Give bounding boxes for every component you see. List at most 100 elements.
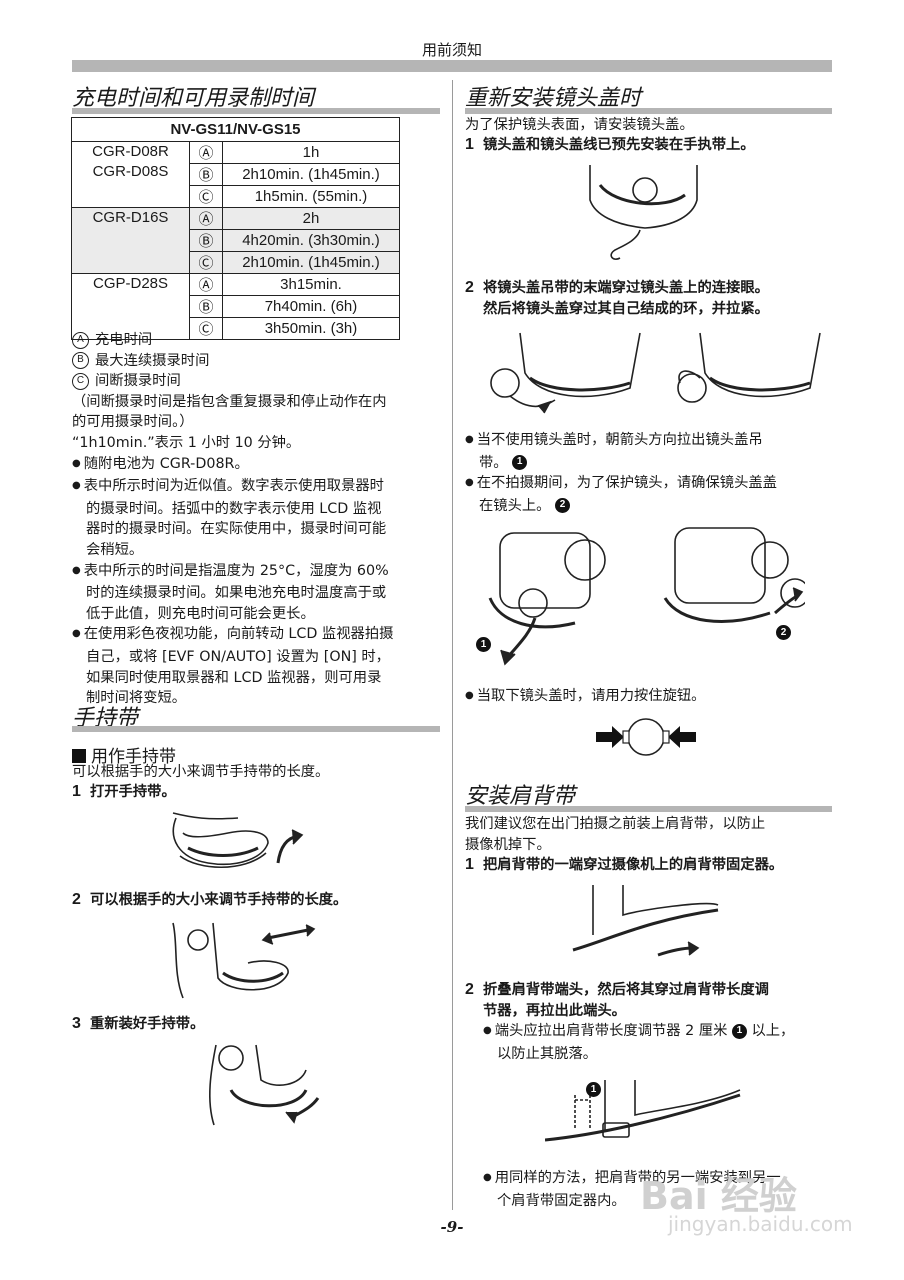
intro-line: 我们建议您在出门拍摄之前装上肩背带，以防止: [465, 816, 766, 832]
row-letter: Ⓒ: [189, 317, 223, 340]
bullet-line: 在使用彩色夜视功能，向前转动 LCD 监视器拍摄: [72, 624, 394, 647]
bullet-text: 以上，: [751, 1023, 795, 1039]
bullet-line: 表中所示的时间是指温度为 25°C，湿度为 60%: [72, 561, 393, 584]
row-letter: Ⓐ: [189, 273, 223, 296]
battery-name: CGR-D08R: [92, 143, 169, 160]
bullet-line: 以防止其脱落。: [497, 1045, 598, 1062]
square-bullet-icon: [72, 749, 86, 763]
battery-cell: CGR-D16S: [71, 207, 190, 274]
legend-text: 间断摄录时间: [95, 373, 181, 390]
lens-cap-bullet-3: 当取下镜头盖时，请用力按住旋钮。: [465, 686, 706, 709]
lens-cap-intro: 为了保护镜头表面，请安装镜头盖。: [465, 117, 694, 133]
battery-name: CGR-D08S: [92, 163, 169, 180]
shoulder-sub-bullet: 端头应拉出肩背带长度调节器 2 厘米 1 以上， 以防止其脱落。: [483, 1021, 795, 1064]
lens-cap-step-1: 1 镜头盖和镜头盖线已预先安装在手执带上。: [465, 135, 755, 156]
legend-item: C 间断摄录时间: [72, 371, 393, 392]
battery-cell: CGR-D08R CGR-D08S: [71, 141, 190, 208]
bullet-line: 器时的摄录时间。在实际使用中，摄录时间可能: [86, 521, 387, 538]
grip-subhead: 用作手持带: [72, 742, 176, 767]
watermark-url: jingyan.baidu.com: [668, 1212, 853, 1236]
time-value: 7h40min. (6h): [222, 295, 400, 318]
shoulder-intro: 我们建议您在出门拍摄之前装上肩背带，以防止 摄像机掉下。: [465, 814, 765, 855]
shoulder-strap-attach-illustration: [572, 885, 719, 957]
bullet-line: 时的连续摄录时间。如果电池充电时温度高于或: [86, 585, 387, 602]
bullet-line: 带。 1: [465, 453, 777, 474]
lens-cap-tighten-illustration: [677, 332, 821, 403]
bullet-line: 低于此值，则充电时间可能会更长。: [86, 605, 315, 622]
row-letter: Ⓐ: [189, 141, 223, 164]
step-number: 1: [465, 136, 474, 153]
grip-section-rule: [72, 726, 440, 732]
figure-mark-1: 1: [476, 637, 491, 652]
legend-item: B 最大连续摄录时间: [72, 351, 393, 372]
step-number: 3: [72, 1015, 81, 1032]
callout-mark: 1: [731, 1023, 747, 1039]
time-value: 2h: [222, 207, 400, 230]
column-divider: [452, 80, 453, 1210]
bullet-line: 随附电池为 CGR-D08R。: [72, 454, 393, 477]
step-number: 2: [465, 279, 474, 296]
watermark-logo: Bai 经验: [640, 1174, 797, 1218]
shoulder-section-rule: [465, 806, 832, 812]
lens-cap-knob-illustration: [596, 718, 696, 756]
lens-cap-attached-illustration: [589, 165, 698, 260]
row-letter: Ⓒ: [189, 251, 223, 274]
bullet-line: 在不拍摄期间，为了保护镜头，请确保镜头盖盖: [465, 473, 777, 496]
bullet-line: 制时间将变短。: [86, 690, 187, 707]
row-letter: Ⓐ: [189, 207, 223, 230]
note-line: 的可用摄录时间。）: [72, 414, 194, 431]
shoulder-last-bullet: 用同样的方法，把肩背带的另一端安装到另一 个肩背带固定器内。: [483, 1168, 781, 1211]
running-header: 用前须知: [421, 41, 482, 59]
step-text: 把肩背带的一端穿过摄像机上的肩背带固定器。: [483, 857, 784, 873]
shoulder-step-1: 1 把肩背带的一端穿过摄像机上的肩背带固定器。: [465, 855, 783, 876]
time-value: 3h50min. (3h): [222, 317, 400, 340]
step-number: 2: [465, 981, 474, 998]
step-text: 折叠肩背带端头，然后将其穿过肩背带长度调: [483, 982, 769, 998]
bullet-text: 在镜头上。: [479, 497, 551, 514]
legend-mark: B: [72, 352, 89, 370]
charging-section-title: 充电时间和可用录制时间: [72, 86, 315, 111]
header-rule: [72, 60, 832, 72]
battery-name: CGR-D16S: [92, 209, 169, 226]
row-letter: Ⓑ: [189, 163, 223, 186]
step-number: 1: [72, 783, 81, 800]
lens-cap-thread-illustration: [490, 332, 641, 414]
step-text: 镜头盖和镜头盖线已预先安装在手执带上。: [483, 137, 755, 153]
bullet-line: 的摄录时间。括弧中的数字表示使用 LCD 监视: [86, 500, 382, 517]
bullet-line: 用同样的方法，把肩背带的另一端安装到另一: [483, 1168, 781, 1191]
step-text: 可以根据手的大小来调节手持带的长度。: [90, 892, 348, 908]
row-letter: Ⓑ: [189, 295, 223, 318]
bullet-text: 带。: [479, 454, 508, 471]
step-number: 1: [465, 856, 474, 873]
callout-mark: 1: [512, 455, 528, 471]
grip-step-1: 1 打开手持带。: [72, 782, 176, 803]
figure-mark-2: 2: [776, 625, 791, 640]
time-value: 2h10min. (1h45min.): [222, 251, 400, 274]
step-text: 将镜头盖吊带的末端穿过镜头盖上的连接眼。: [483, 280, 769, 296]
lens-cap-bullet-1: 当不使用镜头盖时，朝箭头方向拉出镜头盖吊 带。 1 在不拍摄期间，为了保护镜头，…: [465, 430, 777, 516]
grip-refit-illustration: [209, 1044, 320, 1126]
time-value: 1h5min. (55min.): [222, 185, 400, 208]
legend-text: 最大连续摄录时间: [95, 352, 210, 369]
row-letter: Ⓑ: [189, 229, 223, 252]
battery-name: CGP-D28S: [92, 275, 169, 292]
shoulder-section-title: 安装肩背带: [465, 784, 576, 809]
legend-mark: C: [72, 372, 89, 390]
battery-cell: CGP-D28S: [71, 273, 190, 340]
step-text: 打开手持带。: [90, 784, 176, 800]
time-value: 4h20min. (3h30min.): [222, 229, 400, 252]
bullet-line: 当不使用镜头盖时，朝箭头方向拉出镜头盖吊: [465, 430, 777, 453]
time-value: 1h: [222, 141, 400, 164]
grip-adjust-illustration: [172, 922, 316, 999]
charging-section-rule: [72, 108, 440, 114]
table-header: NV-GS11/NV-GS15: [71, 117, 400, 142]
lens-cap-section-title: 重新安装镜头盖时: [465, 86, 642, 111]
bullet-line: 自己，或将 [EVF ON/AUTO] 设置为 [ON] 时，: [86, 648, 390, 665]
bullet-text: 端头应拉出肩背带长度调节器 2 厘米: [494, 1023, 728, 1039]
row-letter: Ⓒ: [189, 185, 223, 208]
